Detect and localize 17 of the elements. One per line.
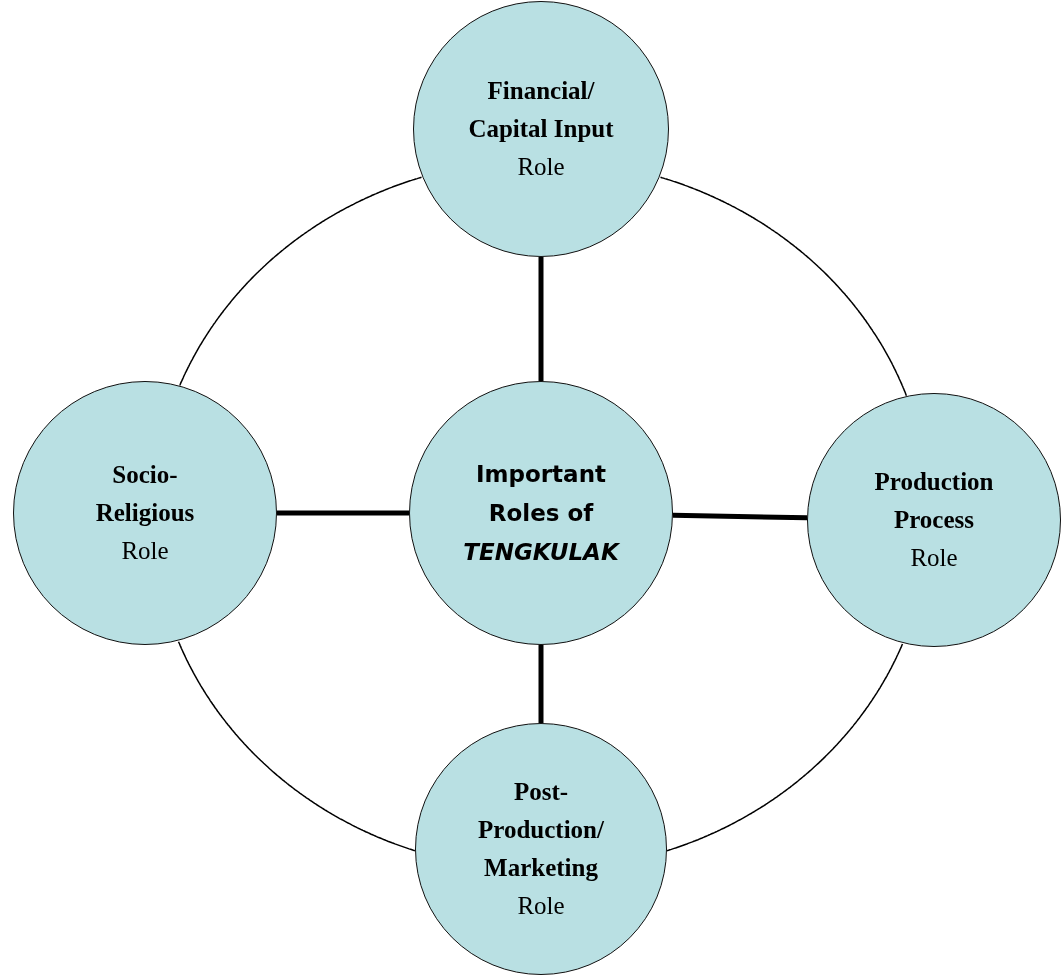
role-heading: Production Process bbox=[873, 467, 995, 535]
role-label: Role bbox=[910, 543, 958, 573]
role-heading: Socio- Religious bbox=[94, 460, 196, 528]
role-heading: Financial/ Capital Input bbox=[467, 76, 615, 144]
connector-line bbox=[538, 645, 544, 723]
role-heading: Important Roles of TENGKULAK bbox=[462, 459, 621, 567]
ring-arc bbox=[178, 176, 423, 387]
ring-arc bbox=[659, 176, 908, 397]
ring-arc bbox=[666, 643, 904, 852]
connector-line bbox=[538, 257, 544, 381]
role-label: Role bbox=[517, 152, 565, 182]
role-heading: Post- Production/ Marketing bbox=[477, 777, 605, 883]
role-label: Role bbox=[121, 536, 169, 566]
role-label: Role bbox=[517, 891, 565, 921]
connector-line bbox=[672, 512, 808, 521]
connector-line bbox=[277, 510, 409, 516]
ring-arc bbox=[177, 640, 416, 852]
